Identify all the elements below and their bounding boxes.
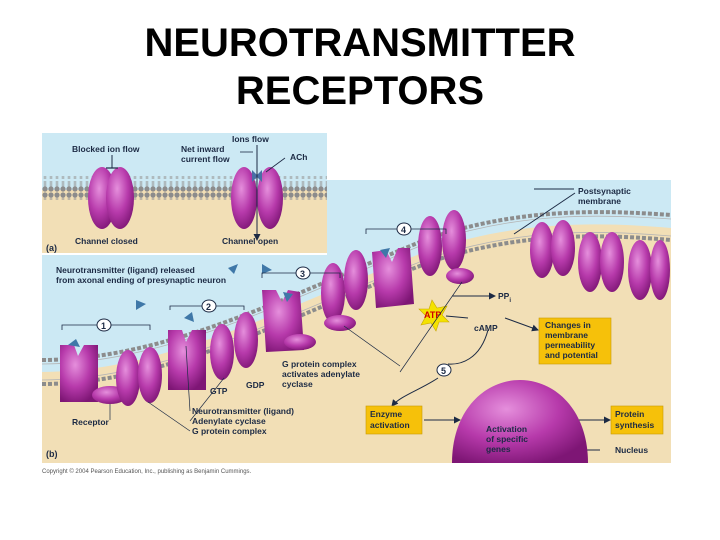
g-protein-note-2: activates adenylate xyxy=(282,369,360,379)
panel-a-label: (a) xyxy=(46,243,57,253)
channel-open-label: Channel open xyxy=(222,236,278,246)
g-protein-icon xyxy=(138,347,162,403)
ions-flow-label: Ions flow xyxy=(232,134,269,144)
changes-box xyxy=(538,317,612,365)
gdp-label: GDP xyxy=(246,380,265,390)
panel-a: Blocked ion flow Ions flow Net inward cu… xyxy=(42,133,327,253)
legend-leader-lines xyxy=(109,281,463,432)
activation-label-3: genes xyxy=(486,444,511,454)
step-2: 2 xyxy=(206,302,211,312)
protein-box xyxy=(610,405,664,435)
atp-star-icon xyxy=(418,299,450,332)
protein-line-1: Protein xyxy=(615,409,644,419)
changes-line-1: Changes in xyxy=(545,320,591,330)
net-inward-label-2: current flow xyxy=(181,154,230,164)
channel-icon xyxy=(650,240,670,300)
ach-label: ACh xyxy=(290,152,307,162)
g-protein-note-1: G protein complex xyxy=(282,359,357,369)
g-protein-subunit-icon xyxy=(324,315,356,331)
changes-line-4: and potential xyxy=(545,350,598,360)
legend-neurotransmitter: Neurotransmitter (ligand) xyxy=(192,406,294,416)
legend-g-protein: G protein complex xyxy=(192,426,267,436)
adenylate-cyclase-icon xyxy=(321,263,345,323)
nt-released-label-2: from axonal ending of presynaptic neuron xyxy=(56,275,226,285)
atp-label: ATP xyxy=(424,310,441,320)
panel-a-membrane xyxy=(42,176,327,200)
g-protein-note-3: cyclase xyxy=(282,379,313,389)
g-protein-subunit-icon xyxy=(284,334,316,350)
postsynaptic-label-2: membrane xyxy=(578,196,621,206)
receptor-icon xyxy=(372,248,414,308)
open-channel-icon xyxy=(231,167,283,229)
channel-icon xyxy=(530,222,554,278)
nucleus-label: Nucleus xyxy=(615,445,648,455)
adenylate-cyclase-icon xyxy=(418,216,442,276)
slide-title-line-1: NEUROTRANSMITTER xyxy=(144,21,576,65)
channel-closed-label: Channel closed xyxy=(75,236,138,246)
step-markers: 1 2 3 4 5 xyxy=(96,222,452,377)
channel-icon xyxy=(578,232,602,292)
copyright-notice: Copyright © 2004 Pearson Education, Inc.… xyxy=(42,468,252,475)
step-5: 5 xyxy=(441,366,446,376)
slide-title-line-2: RECEPTORS xyxy=(235,69,485,113)
nt-released-label-1: Neurotransmitter (ligand) released xyxy=(56,265,195,275)
adenylate-cyclase-icon xyxy=(442,210,466,270)
panel-b: ATP 1 2 3 4 5 xyxy=(41,180,672,463)
step-1: 1 xyxy=(101,321,106,331)
adenylate-cyclase-icon xyxy=(234,312,258,368)
channel-icon xyxy=(600,232,624,292)
membrane-proteins xyxy=(116,210,670,406)
closed-channel-icon xyxy=(88,167,134,229)
changes-line-3: permeability xyxy=(545,340,595,350)
enzyme-line-1: Enzyme xyxy=(370,409,402,419)
adenylate-cyclase-icon xyxy=(344,250,368,310)
gtp-label: GTP xyxy=(210,386,228,396)
ppi-label: PPi xyxy=(498,291,511,304)
ligand-icons xyxy=(68,248,390,347)
net-inward-label-1: Net inward xyxy=(181,144,224,154)
enzyme-line-2: activation xyxy=(370,420,410,430)
activation-label-1: Activation xyxy=(486,424,527,434)
receptor-label: Receptor xyxy=(72,417,110,427)
blocked-ion-flow-label: Blocked ion flow xyxy=(72,144,140,154)
channel-icon xyxy=(551,220,575,276)
activation-label-2: of specific xyxy=(486,434,528,444)
step-4: 4 xyxy=(401,225,406,235)
g-protein-icon xyxy=(116,350,140,406)
adenylate-cyclase-icon xyxy=(210,324,234,380)
channel-icon xyxy=(628,240,652,300)
step-3: 3 xyxy=(300,269,305,279)
panel-b-label: (b) xyxy=(46,449,58,459)
protein-line-2: synthesis xyxy=(615,420,654,430)
postsynaptic-label-1: Postsynaptic xyxy=(578,186,631,196)
legend-adenylate-cyclase: Adenylate cyclase xyxy=(192,416,266,426)
pathway-arrows xyxy=(391,188,611,451)
enzyme-box xyxy=(365,405,423,435)
g-protein-subunit-icon xyxy=(446,268,474,284)
step-brackets xyxy=(61,228,447,330)
nucleus-icon xyxy=(452,380,588,463)
camp-label: cAMP xyxy=(474,323,498,333)
changes-line-2: membrane xyxy=(545,330,588,340)
